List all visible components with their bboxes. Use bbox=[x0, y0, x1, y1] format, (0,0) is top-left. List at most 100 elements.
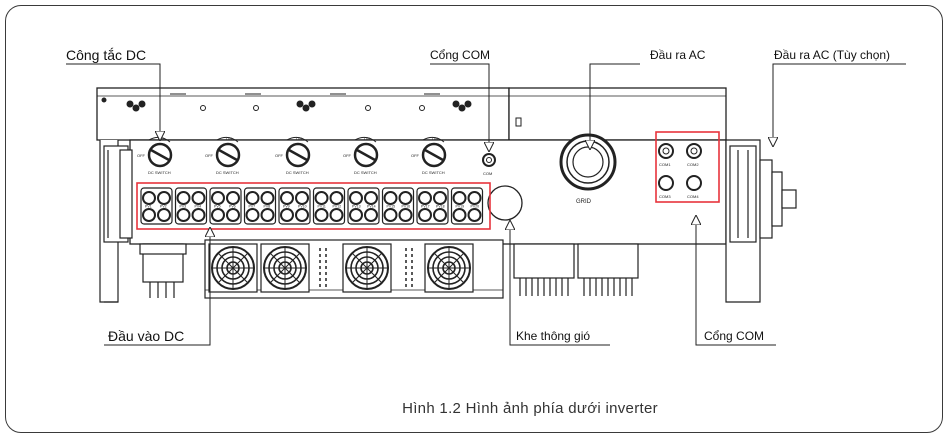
pv-label: PV8 bbox=[264, 205, 271, 209]
pv-label: PV9 bbox=[283, 205, 290, 209]
com-port-2-text: COM2 bbox=[687, 162, 699, 167]
pv-label: PV1 bbox=[145, 205, 152, 209]
inverter-top-body bbox=[96, 87, 727, 141]
dc-connector bbox=[383, 191, 398, 205]
figure-caption: Hình 1.2 Hình ảnh phía dưới inverter bbox=[402, 400, 658, 417]
callout-lines bbox=[66, 63, 906, 346]
pv-label: PV17 bbox=[421, 205, 430, 209]
dc-connector bbox=[452, 191, 467, 205]
dc-connector bbox=[329, 191, 344, 205]
pv-label: PV7 bbox=[249, 205, 256, 209]
switch-off-1: OFF bbox=[137, 153, 146, 158]
dc-connector bbox=[349, 191, 363, 205]
label-ac-output: Đầu ra AC bbox=[650, 48, 706, 62]
dc-connector bbox=[142, 191, 156, 205]
dc-connector bbox=[452, 208, 467, 222]
cooling-fan bbox=[208, 243, 258, 293]
callout-ventilation bbox=[510, 225, 610, 346]
dc-connector bbox=[226, 208, 240, 222]
dc-connector bbox=[280, 191, 294, 205]
switch-on-1: ON bbox=[158, 136, 164, 141]
dc-connector bbox=[467, 191, 482, 205]
dc-connector bbox=[280, 208, 294, 222]
dc-connector bbox=[295, 191, 309, 205]
switch-on-4: ON bbox=[364, 136, 370, 141]
left-side-bracket bbox=[99, 140, 133, 303]
dc-connector bbox=[245, 208, 260, 222]
pv-label: PV10 bbox=[298, 205, 307, 209]
com-port-group: COM1 COM2 COM3 COM4 bbox=[658, 143, 702, 199]
switch-on-5: ON bbox=[432, 136, 438, 141]
switch-off-5: OFF bbox=[411, 153, 420, 158]
dc-connector bbox=[314, 191, 329, 205]
pv-label: PV3 bbox=[180, 205, 187, 209]
right-side-bracket bbox=[725, 139, 797, 303]
dc-connector bbox=[211, 191, 225, 205]
pv-label: PV20 bbox=[471, 205, 480, 209]
dc-connector bbox=[364, 191, 378, 205]
pv-label: PV12 bbox=[333, 205, 342, 209]
pv-label: PV2 bbox=[160, 205, 167, 209]
dc-connector bbox=[467, 208, 482, 222]
dc-connector-pair: PV19 PV20 bbox=[450, 187, 484, 225]
com-port-small-text: COM bbox=[483, 171, 492, 176]
dc-connector bbox=[157, 191, 171, 205]
bottom-left-box bbox=[139, 243, 187, 298]
label-dc-input: Đầu vào DC bbox=[108, 328, 185, 344]
dc-connector bbox=[364, 208, 378, 222]
switch-text-5: DC SWITCH bbox=[422, 170, 445, 175]
callout-ac-output bbox=[590, 63, 640, 145]
dc-connector bbox=[142, 208, 156, 222]
dc-connector-pair: PV7 PV8 bbox=[243, 187, 277, 225]
switch-text-3: DC SWITCH bbox=[286, 170, 309, 175]
pv-label: PV4 bbox=[195, 205, 202, 209]
dc-connector bbox=[176, 208, 191, 222]
com-port-highlight-box bbox=[655, 131, 720, 203]
pv-label: PV5 bbox=[214, 205, 221, 209]
callout-com-top bbox=[430, 63, 489, 147]
dc-connector-pair: PV17 PV18 bbox=[416, 187, 449, 225]
dc-connector bbox=[398, 191, 413, 205]
pv-label: PV16 bbox=[402, 205, 411, 209]
dc-connector bbox=[329, 208, 344, 222]
dc-connector bbox=[295, 208, 309, 222]
dc-connector-pair: PV11 PV12 bbox=[312, 187, 346, 225]
callout-com-bottom bbox=[696, 220, 776, 346]
switch-text-4: DC SWITCH bbox=[354, 170, 377, 175]
switch-off-2: OFF bbox=[205, 153, 214, 158]
label-com-port-top: Cổng COM bbox=[430, 48, 491, 62]
pv-label: PV13 bbox=[352, 205, 361, 209]
com-port-small: COM bbox=[482, 153, 496, 176]
dc-connector bbox=[314, 208, 329, 222]
dc-connector bbox=[418, 191, 432, 205]
label-ac-output-optional: Đầu ra AC (Tùy chọn) bbox=[774, 48, 891, 62]
dc-connector bbox=[349, 208, 363, 222]
dc-connector bbox=[211, 208, 225, 222]
dc-connector bbox=[383, 208, 398, 222]
dc-connector bbox=[260, 208, 275, 222]
ac-terminal-blocks bbox=[513, 243, 639, 296]
pv-label: PV18 bbox=[436, 205, 445, 209]
switch-off-4: OFF bbox=[343, 153, 352, 158]
dc-connector-pair: PV15 PV16 bbox=[381, 187, 415, 225]
dc-connector-pair: PV9 PV10 bbox=[278, 187, 311, 225]
top-hardware bbox=[101, 93, 522, 127]
pv-label: PV11 bbox=[318, 205, 326, 209]
callout-dc-input bbox=[104, 232, 210, 346]
label-ventilation: Khe thông gió bbox=[516, 329, 591, 343]
cooling-fan bbox=[424, 243, 474, 293]
dc-switches bbox=[147, 136, 447, 168]
figure-frame bbox=[5, 5, 943, 433]
dc-connector bbox=[398, 208, 413, 222]
pv-label: PV19 bbox=[456, 205, 465, 209]
callout-dc-switch bbox=[66, 63, 160, 136]
switch-text-2: DC SWITCH bbox=[216, 170, 239, 175]
dc-connector bbox=[157, 208, 171, 222]
dc-connector bbox=[260, 191, 275, 205]
pv-label: PV6 bbox=[229, 205, 236, 209]
switch-off-3: OFF bbox=[275, 153, 284, 158]
label-dc-switch: Công tắc DC bbox=[66, 47, 147, 63]
pv-label: PV15 bbox=[387, 205, 396, 209]
switch-on-3: ON bbox=[296, 136, 302, 141]
